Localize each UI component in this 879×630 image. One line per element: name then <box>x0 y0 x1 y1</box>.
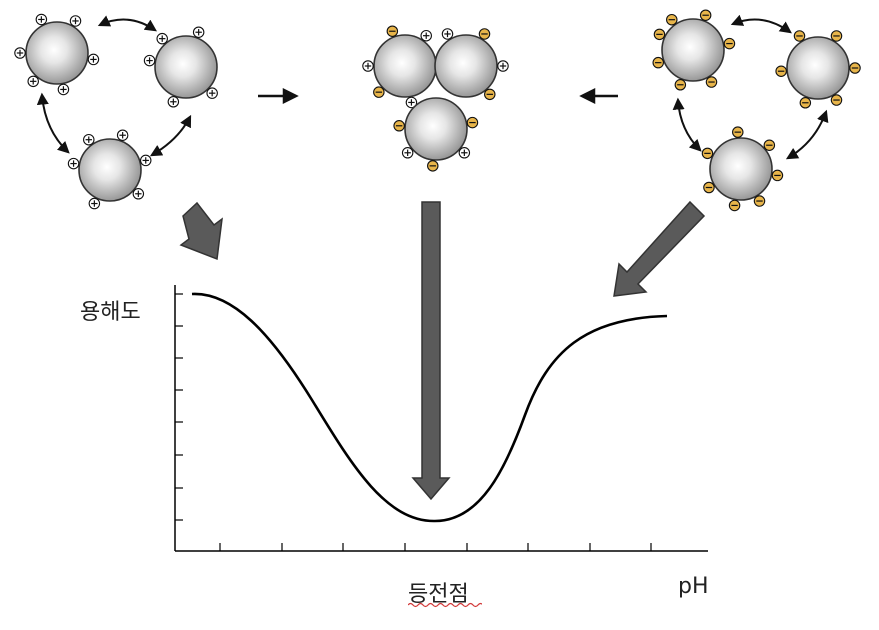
minus-circle-icon <box>478 28 491 40</box>
right-particle-1 <box>652 9 736 91</box>
plus-circle-icon <box>401 147 414 159</box>
minus-circle-icon <box>771 169 784 182</box>
right-particle-3 <box>701 126 784 212</box>
big-arrow-middle <box>411 201 451 501</box>
minus-circle-icon <box>753 195 766 207</box>
small-arrows <box>258 87 618 105</box>
sphere-icon <box>434 34 498 98</box>
plus-circle-icon <box>57 83 70 96</box>
middle-particle-2 <box>434 28 509 101</box>
x-axis-label: pH <box>678 574 709 599</box>
minus-circle-icon <box>666 13 678 26</box>
solubility-curve <box>191 292 668 523</box>
left-arrow-top <box>97 15 157 32</box>
axis-ticks <box>175 293 652 551</box>
plus-circle-icon <box>206 87 218 99</box>
minus-circle-icon <box>723 37 736 50</box>
minus-circle-icon <box>427 160 439 172</box>
plus-circle-icon <box>35 13 48 26</box>
plus-circle-icon <box>88 197 101 210</box>
plus-circle-icon <box>116 129 129 141</box>
plus-circle-icon <box>143 54 156 67</box>
minus-circle-icon <box>373 86 385 98</box>
minus-circle-icon <box>484 88 496 101</box>
sphere-icon <box>661 18 725 82</box>
minus-circle-icon <box>386 25 399 37</box>
big-arrows <box>179 200 706 501</box>
sphere-icon <box>25 21 89 85</box>
plus-circle-icon <box>83 133 95 146</box>
plus-circle-icon <box>420 29 432 42</box>
big-arrow-left <box>179 201 223 261</box>
sphere-icon <box>78 138 142 202</box>
right-particle-2 <box>775 30 861 109</box>
particles-layer <box>14 9 861 212</box>
minus-circle-icon <box>728 199 741 212</box>
minus-circle-icon <box>799 97 812 109</box>
sphere-icon <box>404 97 468 161</box>
minus-circle-icon <box>703 181 715 194</box>
left-arrow-side <box>36 92 70 154</box>
plus-circle-icon <box>441 28 454 40</box>
plus-circle-icon <box>67 157 80 170</box>
middle-particle-3 <box>393 97 479 172</box>
minus-circle-icon <box>849 62 861 74</box>
middle-particle-1 <box>362 25 437 109</box>
minus-circle-icon <box>674 79 687 91</box>
plus-circle-icon <box>362 60 374 72</box>
plus-circle-icon <box>192 26 205 38</box>
minus-circle-icon <box>793 30 806 42</box>
sphere-icon <box>709 137 773 201</box>
left-particle-2 <box>143 26 218 108</box>
minus-circle-icon <box>699 9 712 21</box>
right-arrow-side <box>672 97 702 152</box>
big-arrow-right <box>613 200 706 297</box>
minus-circle-icon <box>763 139 776 151</box>
plus-circle-icon <box>405 96 418 109</box>
spellcheck-underline <box>408 602 482 608</box>
minus-circle-icon <box>393 120 405 132</box>
plus-circle-icon <box>167 96 180 108</box>
sphere-icon <box>786 36 850 100</box>
right-arrow-top <box>730 14 792 34</box>
chart-axes <box>174 285 708 552</box>
minus-circle-icon <box>830 94 843 106</box>
left-particle-1 <box>14 13 100 96</box>
sphere-icon <box>373 34 437 98</box>
minus-circle-icon <box>466 116 479 129</box>
minus-circle-icon <box>652 56 664 69</box>
plus-circle-icon <box>497 60 509 72</box>
isoelectric-point-label: 등전점 <box>408 582 469 607</box>
plus-circle-icon <box>458 147 471 159</box>
minus-circle-icon <box>653 28 666 41</box>
left-particle-3 <box>67 129 152 210</box>
minus-circle-icon <box>705 76 718 88</box>
minus-circle-icon <box>830 30 843 42</box>
plus-circle-icon <box>132 188 145 200</box>
minus-circle-icon <box>775 65 787 77</box>
sphere-icon <box>154 35 218 99</box>
interaction-arrows <box>36 14 829 160</box>
plus-circle-icon <box>69 15 82 27</box>
minus-circle-icon <box>701 147 714 160</box>
right-arrow-diag <box>785 109 829 160</box>
plus-circle-icon <box>156 32 168 45</box>
plus-circle-icon <box>87 53 100 66</box>
minus-circle-icon <box>732 126 744 138</box>
plus-circle-icon <box>14 47 26 59</box>
plus-circle-icon <box>139 154 152 167</box>
y-axis-label: 용해도 <box>80 300 141 325</box>
left-arrow-diag <box>149 114 192 157</box>
plus-circle-icon <box>27 75 39 88</box>
